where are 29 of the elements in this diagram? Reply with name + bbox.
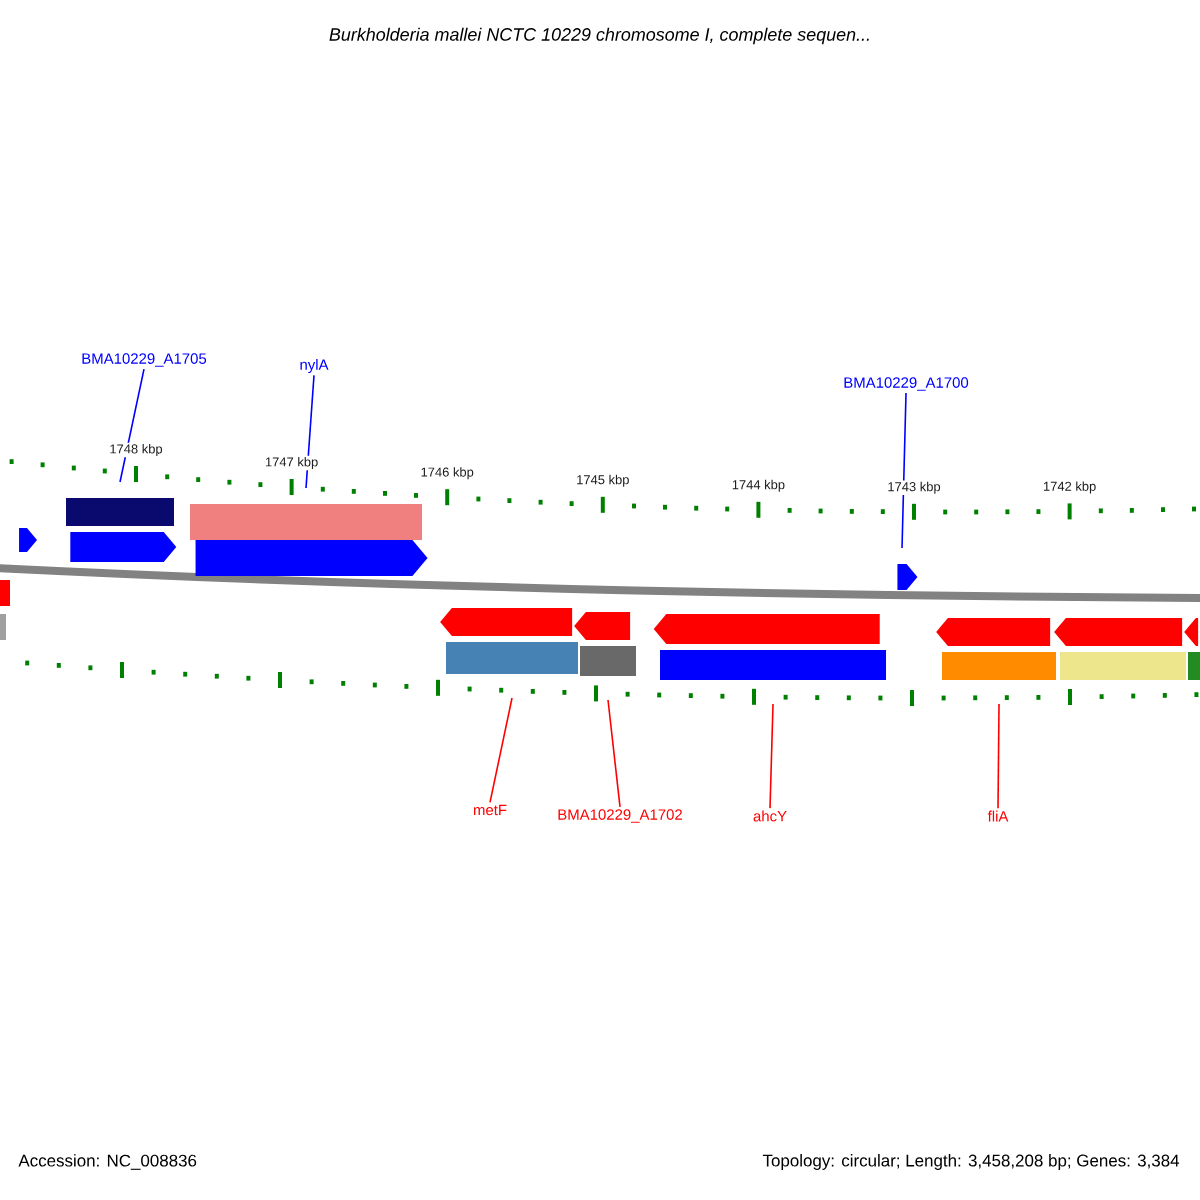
leader-line [901, 392, 907, 549]
leader-line [997, 703, 1000, 809]
gene-bar [660, 650, 886, 680]
leader-line [607, 699, 621, 808]
gene-feature [70, 532, 177, 562]
gene-bar [0, 580, 10, 606]
gene-feature [440, 608, 573, 636]
gene-bar [66, 498, 174, 526]
gene-feature [19, 528, 38, 552]
gene-bar [446, 642, 578, 674]
gene-bar [942, 652, 1056, 680]
gene-feature [936, 618, 1051, 646]
gene-feature [897, 564, 918, 590]
gene-feature [195, 540, 428, 576]
gene-bar [0, 614, 6, 640]
gene-bar [190, 504, 422, 540]
gene-bar [1060, 652, 1186, 680]
accession-text: Accession: NC_008836 [18, 1154, 197, 1170]
leader-line [489, 697, 513, 804]
gene-bar [1188, 652, 1200, 680]
leader-line [119, 368, 145, 483]
gene-feature [1184, 618, 1199, 646]
leader-line [769, 703, 774, 809]
gene-feature [1054, 618, 1183, 646]
gene-bar [580, 646, 636, 676]
summary-text: Topology: circular; Length: 3,458,208 bp; Genes: 3,384 [762, 1154, 1180, 1170]
title: Burkholderia mallei NCTC 10229 chromosome I, complete sequen... [329, 27, 869, 45]
gene-feature [653, 614, 880, 644]
gene-feature [574, 612, 631, 640]
